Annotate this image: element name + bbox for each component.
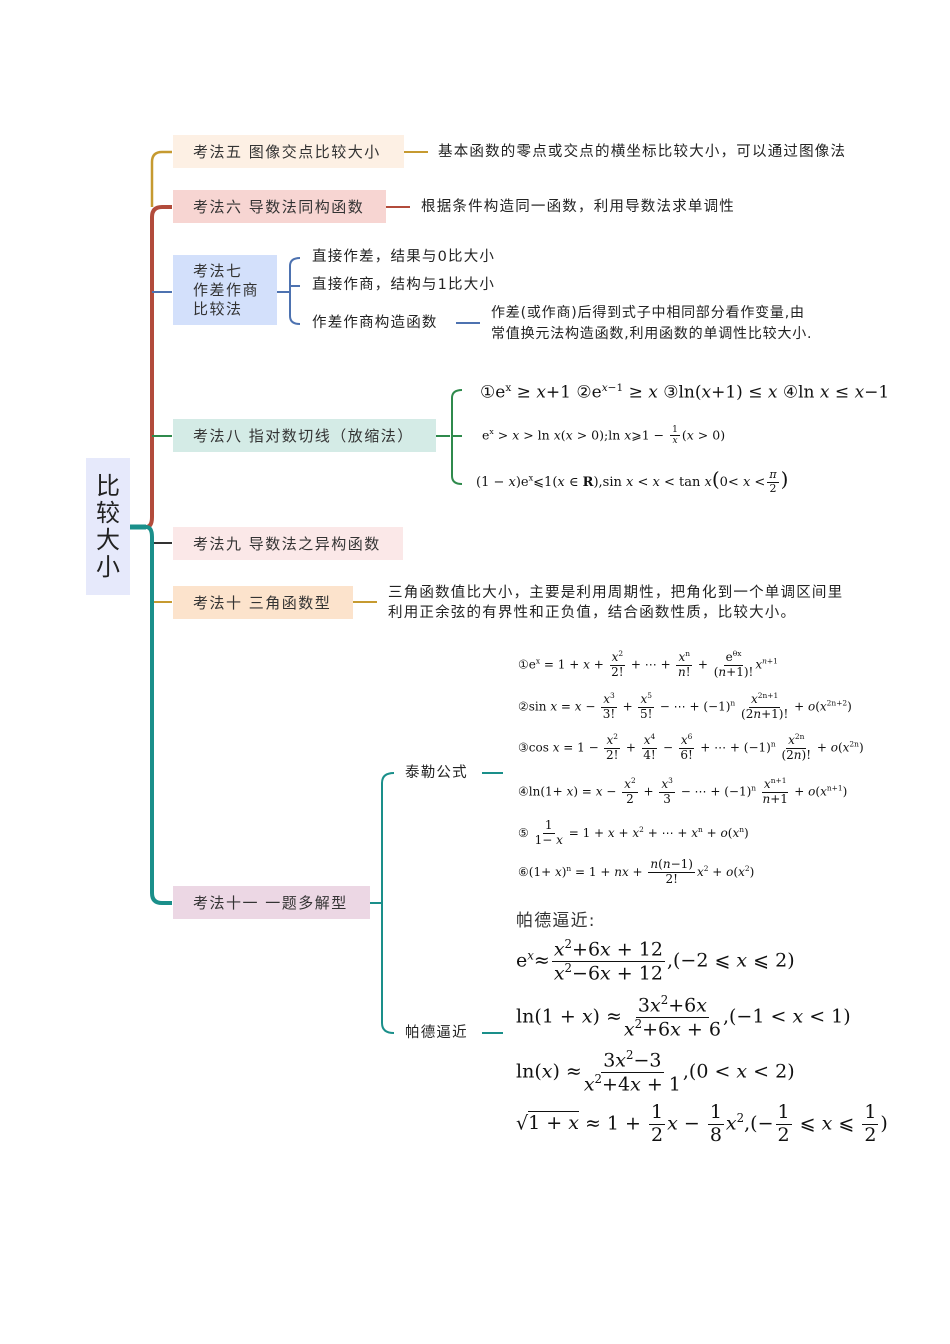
root-node[interactable]: 比 较 大 小 xyxy=(86,458,130,595)
method-5-node[interactable]: 考法五 图像交点比较大小 xyxy=(173,135,404,168)
method-7-label-line-1: 考法七 xyxy=(193,261,243,280)
method-7-child-3-detail: 作差(或作商)后得到式子中相同部分看作变量,由 常值换元法构造函数,利用函数的单… xyxy=(491,303,812,345)
taylor-formula-node[interactable]: 泰勒公式 xyxy=(405,765,468,781)
method-7-detail-line-2: 常值换元法构造函数,利用函数的单调性比较大小. xyxy=(491,326,813,342)
root-char-2: 较 xyxy=(96,498,120,527)
method-10-detail: 三角函数值比大小，主要是利用周期性，把角化到一个单调区间里 利用正余弦的有界性和… xyxy=(388,583,843,623)
method-7-child-3[interactable]: 作差作商构造函数 xyxy=(312,315,438,331)
root-char-4: 小 xyxy=(96,552,120,581)
method-10-detail-line-1: 三角函数值比大小，主要是利用周期性，把角化到一个单调区间里 xyxy=(388,585,844,601)
method-11-label: 考法十一 一题多解型 xyxy=(193,894,348,912)
method-8-formula-1: ①ex ≥ x+1 ②ex−1 ≥ x ③ln(x+1) ≤ x ④ln x ≤… xyxy=(480,382,890,403)
method-7-child-1[interactable]: 直接作差，结果与0比大小 xyxy=(312,249,496,265)
method-5-detail: 基本函数的零点或交点的横坐标比较大小，可以通过图像法 xyxy=(438,144,847,160)
method-9-label: 考法九 导数法之异构函数 xyxy=(193,535,381,553)
method-6-node[interactable]: 考法六 导数法同构函数 xyxy=(173,190,386,223)
method-7-node[interactable]: 考法七 作差作商 比较法 xyxy=(173,255,277,325)
method-9-node[interactable]: 考法九 导数法之异构函数 xyxy=(173,527,403,560)
method-8-label: 考法八 指对数切线（放缩法） xyxy=(193,427,414,445)
taylor-formula-6: ⑥(1+ x)n = 1 + nx + n(n−1)2!x2 + o(x2) xyxy=(518,857,755,886)
method-10-node[interactable]: 考法十 三角函数型 xyxy=(173,586,353,619)
method-7-label-line-2: 作差作商 xyxy=(193,280,260,299)
method-5-label: 考法五 图像交点比较大小 xyxy=(193,143,381,161)
method-10-label: 考法十 三角函数型 xyxy=(193,594,332,612)
method-8-formula-3: (1 − x)ex⩽1(x ∈ R),sin x < x < tan x(0< … xyxy=(476,467,789,495)
method-7-detail-line-1: 作差(或作商)后得到式子中相同部分看作变量,由 xyxy=(491,305,805,321)
pade-approx-node[interactable]: 帕德逼近 xyxy=(405,1025,468,1041)
method-6-label: 考法六 导数法同构函数 xyxy=(193,198,365,216)
pade-heading: 帕德逼近: xyxy=(516,911,596,931)
method-10-detail-line-2: 利用正余弦的有界性和正负值，结合函数性质，比较大小。 xyxy=(388,605,797,621)
method-7-child-2[interactable]: 直接作商，结构与1比大小 xyxy=(312,277,496,293)
root-char-1: 比 xyxy=(96,471,120,500)
method-7-label-line-3: 比较法 xyxy=(193,299,243,318)
method-11-node[interactable]: 考法十一 一题多解型 xyxy=(173,886,370,919)
method-6-detail: 根据条件构造同一函数，利用导数法求单调性 xyxy=(421,199,735,215)
method-8-node[interactable]: 考法八 指对数切线（放缩法） xyxy=(173,419,436,452)
root-char-3: 大 xyxy=(96,525,120,554)
